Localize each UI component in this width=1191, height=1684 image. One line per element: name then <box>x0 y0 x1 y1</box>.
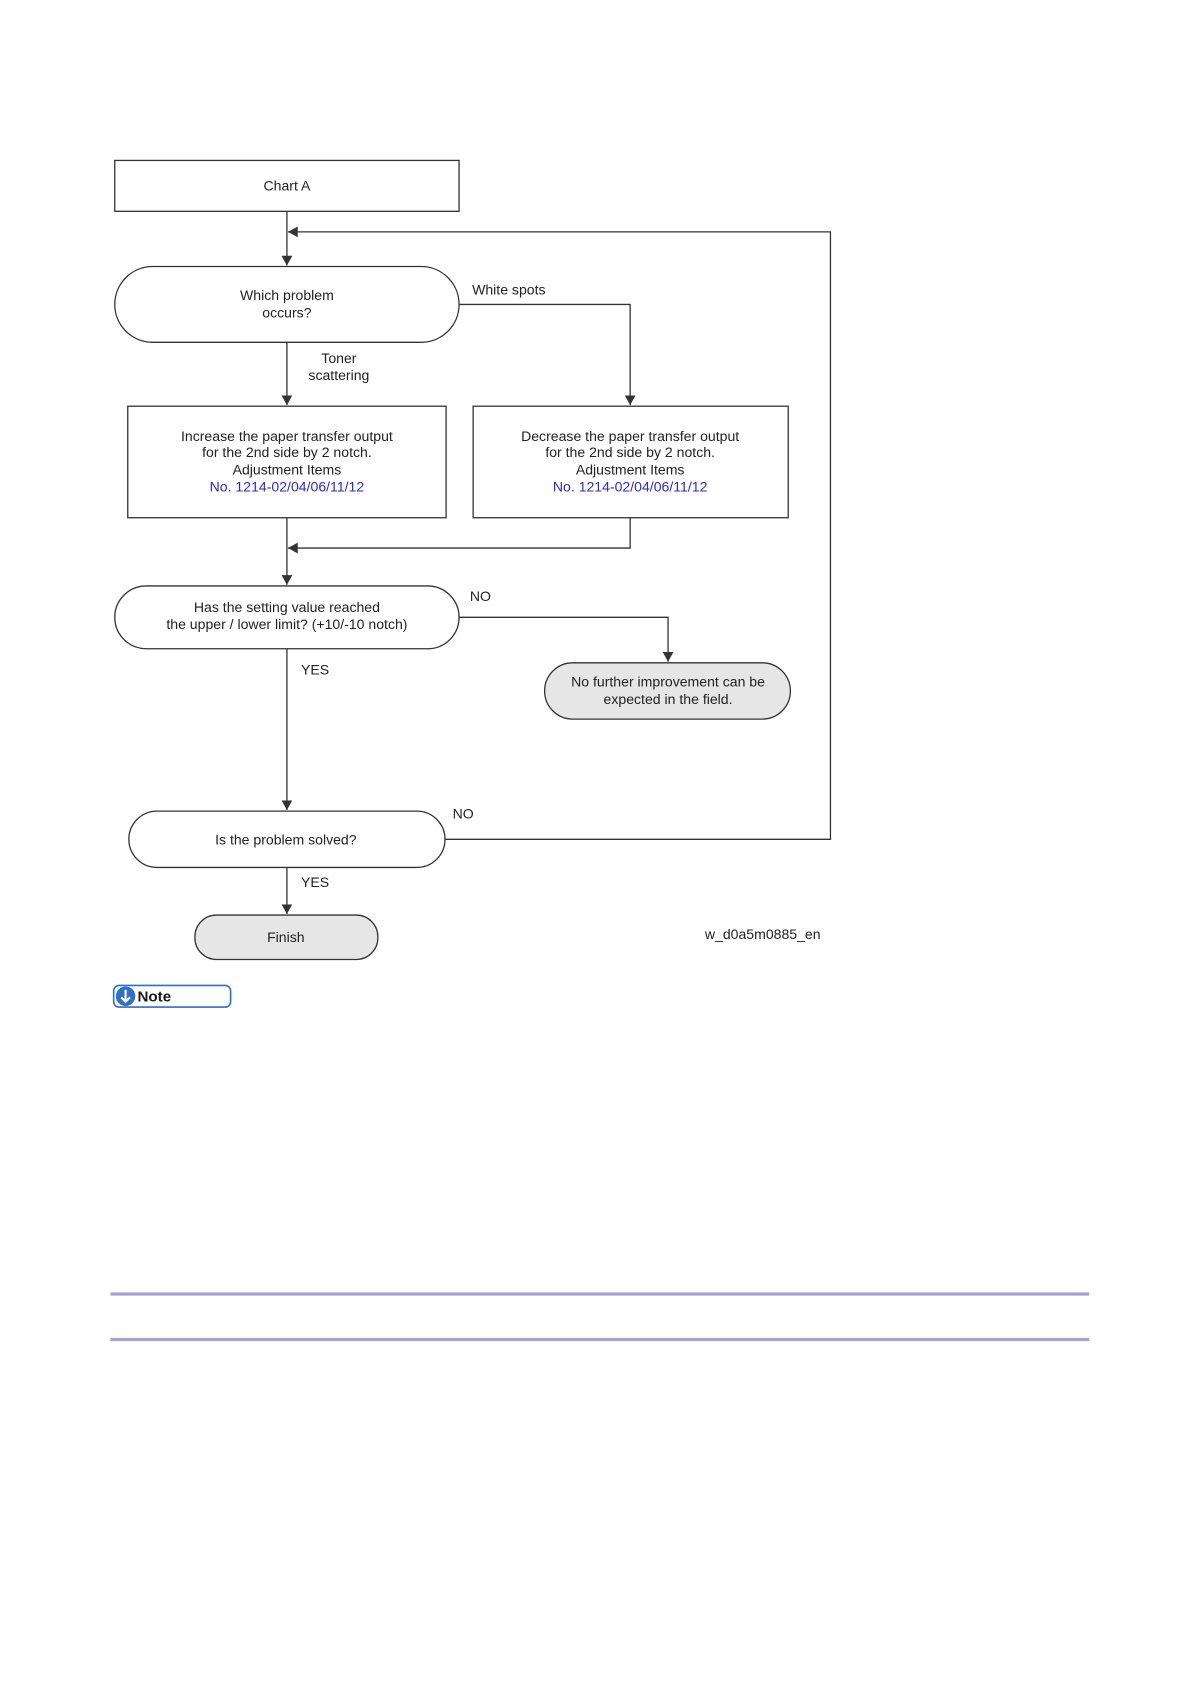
decision-which-problem <box>114 265 460 343</box>
decision-which-problem-line1: Which problem <box>240 287 334 303</box>
connector-decrease-merge <box>288 517 631 554</box>
connector-loop-back <box>288 226 832 840</box>
branch-label-white-spots: White spots <box>472 282 545 298</box>
terminal-finish <box>194 914 379 961</box>
solved-yes-label: YES <box>301 874 329 890</box>
connector-white-spots <box>459 303 636 406</box>
decision-problem-solved-label: Is the problem solved? <box>215 832 357 848</box>
terminal-no-improvement-line1: No further improvement can be <box>571 674 765 690</box>
note-badge: Note <box>112 984 232 1008</box>
increase-line2: for the 2nd side by 2 notch. <box>202 444 372 460</box>
limit-yes-label: YES <box>301 662 329 678</box>
decision-limit-line2: the upper / lower limit? (+10/-10 notch) <box>166 616 407 632</box>
decision-which-problem-line2: occurs? <box>262 304 311 320</box>
down-arrow-icon <box>115 986 136 1007</box>
process-increase-output <box>127 405 447 519</box>
branch-label-toner-line2: scattering <box>308 367 369 383</box>
solved-no-label: NO <box>453 806 474 822</box>
limit-no-label: NO <box>470 588 491 604</box>
start-box <box>114 159 460 212</box>
decrease-line3: Adjustment Items <box>576 461 685 477</box>
decrease-line2: for the 2nd side by 2 notch. <box>545 444 715 460</box>
flowchart: Chart A Which problem occurs? White spot… <box>114 159 832 961</box>
decision-limit-reached <box>114 585 460 650</box>
increase-adjustment-link[interactable]: No. 1214-02/04/06/11/12 <box>210 479 365 495</box>
connector-limit-no <box>459 616 674 662</box>
process-decrease-output <box>472 405 789 519</box>
increase-line1: Increase the paper transfer output <box>181 428 393 444</box>
decrease-adjustment-link[interactable]: No. 1214-02/04/06/11/12 <box>553 479 708 495</box>
finish-label: Finish <box>267 929 305 945</box>
branch-label-toner-line1: Toner <box>321 350 356 366</box>
decision-problem-solved <box>128 810 446 869</box>
terminal-no-improvement-line2: expected in the field. <box>604 691 733 707</box>
terminal-no-improvement <box>543 662 792 720</box>
note-label: Note <box>138 989 172 1006</box>
figure-id: w_d0a5m0885_en <box>704 926 821 942</box>
increase-line3: Adjustment Items <box>233 461 342 477</box>
start-label: Chart A <box>263 178 311 194</box>
decrease-line1: Decrease the paper transfer output <box>521 428 739 444</box>
decision-limit-line1: Has the setting value reached <box>194 599 380 615</box>
